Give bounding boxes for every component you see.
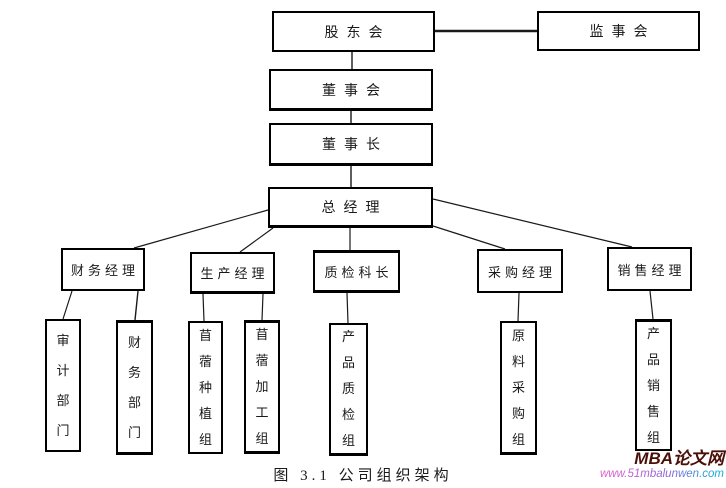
edge-finance-manager-audit <box>62 290 73 320</box>
edge-production-manager-planting <box>202 293 205 322</box>
node-board-of-directors: 董事会 <box>269 69 433 111</box>
node-alfalfa-processing-group: 苜蓿加工组 <box>244 320 280 454</box>
node-finance-department: 财务部门 <box>116 320 153 455</box>
node-supervisory-board: 监事会 <box>537 11 700 51</box>
watermark-site-name: MBA论文网 <box>634 449 724 468</box>
watermark: MBA论文网 www.51mbalunwen.com <box>600 450 724 480</box>
node-finance-manager: 财务经理 <box>61 248 145 291</box>
node-label: 原料采购组 <box>512 327 526 447</box>
edge-sales-manager-product-sales <box>649 290 654 320</box>
watermark-site-url: www.51mbalunwen.com <box>599 467 724 480</box>
edge-gm-finance-manager <box>133 209 269 249</box>
node-label: 苜蓿加工组 <box>255 327 269 446</box>
node-production-manager: 生产经理 <box>190 252 275 294</box>
node-label: 产品质检组 <box>342 329 356 448</box>
node-product-quality-group: 产品质检组 <box>329 323 368 456</box>
node-label: 审计部门 <box>56 332 70 438</box>
node-label: 产品销售组 <box>647 325 661 445</box>
node-general-manager: 总经理 <box>268 187 433 228</box>
edge-gm-procurement-manager <box>432 225 506 250</box>
node-audit-department: 审计部门 <box>45 319 81 452</box>
figure-caption: 图 3.1 公司组织架构 <box>273 468 453 484</box>
node-product-sales-group: 产品销售组 <box>635 319 672 451</box>
node-alfalfa-planting-group: 苜蓿种植组 <box>188 321 223 454</box>
node-quality-inspection-chief: 质检科长 <box>313 250 400 293</box>
edge-quality-chief-product-quality <box>346 292 349 324</box>
node-label: 苜蓿种植组 <box>199 327 213 447</box>
edge-procurement-raw-material <box>517 292 520 322</box>
edge-finance-manager-finance-dept <box>134 290 139 321</box>
edge-gm-production-manager <box>239 227 274 253</box>
node-shareholders-meeting: 股东会 <box>272 11 435 52</box>
node-sales-manager: 销售经理 <box>607 247 692 291</box>
edge-gm-sales-manager <box>432 198 633 248</box>
node-procurement-manager: 采购经理 <box>477 249 563 293</box>
node-label: 财务部门 <box>128 334 142 440</box>
edge-production-manager-processing <box>261 293 264 321</box>
node-raw-material-purchasing-group: 原料采购组 <box>500 321 537 455</box>
node-chairman: 董事长 <box>269 123 433 166</box>
